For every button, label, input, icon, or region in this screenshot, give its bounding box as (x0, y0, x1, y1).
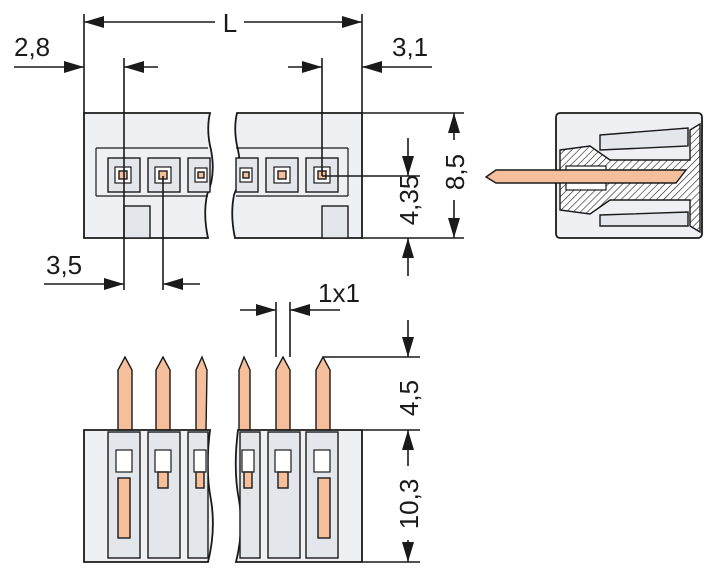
front-pins (117, 355, 331, 431)
side-section-view (484, 112, 703, 239)
dimension-pitch: 3,5 (44, 176, 200, 290)
dimension-length: L (83, 8, 363, 113)
dimension-pin-section: 1x1 (240, 278, 360, 357)
dimension-heights: 4,35 8,5 (322, 112, 470, 276)
pin-center-height-label: 4,35 (394, 175, 424, 226)
pitch-label: 3,5 (46, 250, 82, 280)
offset-right-label: 3,1 (392, 32, 428, 62)
front-view: 1x1 4,5 10,3 (83, 278, 424, 563)
height-label: 8,5 (440, 154, 470, 190)
top-view: L 2,8 3,1 3,5 (14, 8, 470, 290)
pin-cells (107, 157, 339, 193)
front-cavities (107, 431, 339, 559)
dimension-offset-right: 3,1 (288, 32, 432, 176)
dimension-offset-left: 2,8 (14, 32, 158, 290)
pin-length-label: 4,5 (394, 380, 424, 416)
body-height-label: 10,3 (394, 479, 424, 530)
dimension-front-heights: 4,5 10,3 (323, 320, 424, 563)
side-view-pin (484, 169, 688, 184)
pin-section-label: 1x1 (318, 278, 360, 308)
offset-left-label: 2,8 (14, 32, 50, 62)
length-label: L (223, 8, 237, 38)
